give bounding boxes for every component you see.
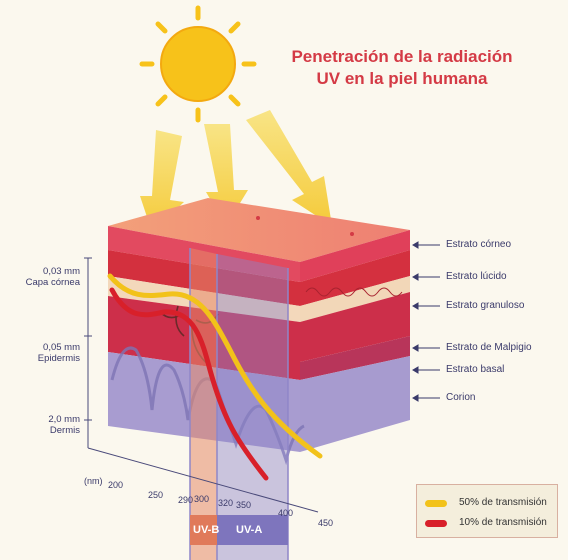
tick-250: 250 [148,490,164,500]
depth-name: Dermis [49,425,80,436]
label-estrato-malpigio: Estrato de Malpigio [446,342,532,353]
tick-350: 350 [236,500,252,510]
page-title: Penetración de la radiación UV en la pie… [262,46,542,90]
depth-capa-cornea: 0,03 mm Capa córnea [10,266,80,288]
depth-dermis: 2,0 mm Dermis [10,414,80,436]
axis-unit: (nm) [84,476,103,486]
sun-icon [139,5,257,123]
legend-label-50: 50% de transmisión [459,497,547,508]
curve-10-percent [109,287,269,481]
label-estrato-lucido: Estrato lúcido [446,271,507,282]
legend: 50% de transmisión 10% de transmisión [416,484,558,538]
legend-swatch-yellow [425,500,447,507]
title-line-1: Penetración de la radiación [291,47,513,66]
wavelength-axis [87,447,319,513]
label-corion: Corion [446,392,476,403]
depth-epidermis: 0,05 mm Epidermis [10,342,80,364]
depth-name: Epidermis [37,353,80,364]
depth-axis [84,257,92,448]
tick-290: 290 [178,495,194,505]
legend-label-10: 10% de transmisión [459,517,547,528]
band-uvb: UV-B [193,524,220,536]
legend-swatch-red [425,520,447,527]
tick-200: 200 [108,480,124,490]
tick-320: 320 [218,498,234,508]
curve-50-percent [107,273,323,459]
depth-name: Capa córnea [25,277,80,288]
tick-450: 450 [318,518,334,528]
label-estrato-corneo: Estrato córneo [446,239,512,250]
uv-bands [189,248,289,560]
tick-400: 400 [278,508,294,518]
label-estrato-granuloso: Estrato granuloso [446,300,525,311]
tick-300: 300 [194,494,210,504]
depth-value: 0,03 mm [43,266,80,277]
label-estrato-basal: Estrato basal [446,364,505,375]
depth-value: 0,05 mm [43,342,80,353]
band-uva: UV-A [236,524,263,536]
layer-leaders [412,241,440,402]
depth-value: 2,0 mm [48,414,80,425]
title-line-2: UV en la piel humana [316,69,488,88]
